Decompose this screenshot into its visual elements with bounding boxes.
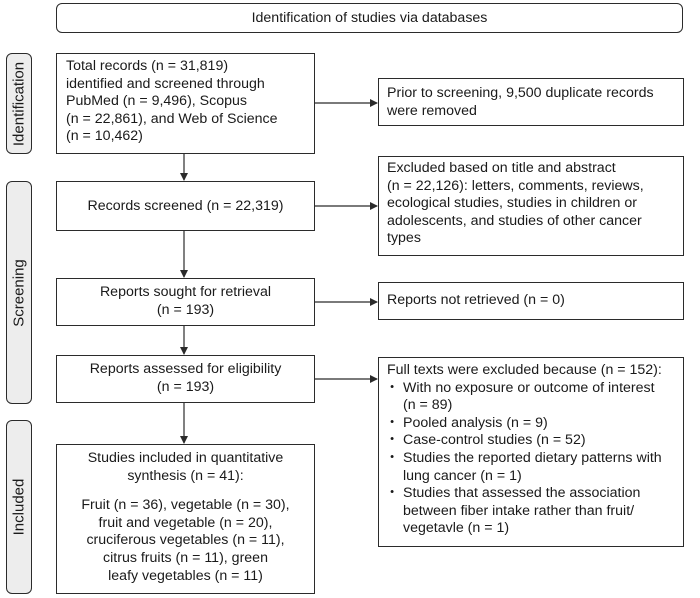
studies-included-intro: synthesis (n = 41): <box>127 467 244 484</box>
total-records-line: (n = 10,462) <box>66 128 143 145</box>
full-texts-excluded-heading: Full texts were excluded because (n = 15… <box>387 362 662 378</box>
exclusion-item: ・ Studies that assessed the association … <box>385 485 683 538</box>
exclusion-item: ・ Pooled analysis (n = 9) <box>385 414 683 433</box>
total-records-line: (n = 22,861), and Web of Science <box>66 110 278 127</box>
studies-included-detail: leafy vegetables (n = 11) <box>108 567 263 584</box>
duplicates-removed-line: Prior to screening, 9,500 duplicate reco… <box>387 85 654 101</box>
exclusion-item: ・ Case-control studies (n = 52) <box>385 432 683 450</box>
excluded-title-abstract-line: (n = 22,126): letters, comments, reviews… <box>387 177 644 194</box>
header-box: Identification of studies via databases <box>56 3 683 33</box>
reports-assessed-line: Reports assessed for eligibility <box>89 361 282 377</box>
reports-not-retrieved-text: Reports not retrieved (n = 0) <box>387 292 565 308</box>
total-records-box: Total records (n = 31,819) identified an… <box>56 53 315 154</box>
records-screened-text: Records screened (n = 22,319) <box>87 198 284 214</box>
bullet-symbol: ・ <box>385 449 400 466</box>
duplicates-removed-line: were removed <box>387 102 477 119</box>
bullet-symbol: ・ <box>385 414 400 431</box>
exclusion-item-line: Studies the reported dietary patterns wi… <box>403 449 662 466</box>
exclusion-item-line: between fiber intake rather than fruit/ <box>403 502 635 519</box>
excluded-title-abstract-box: Excluded based on title and abstract (n … <box>378 156 684 256</box>
reports-sought-line: Reports sought for retrieval <box>99 284 272 300</box>
studies-included-detail: fruit and vegetable (n = 20), <box>98 514 273 531</box>
exclusion-item-line: (n = 89) <box>403 397 453 414</box>
excluded-title-abstract-line: types <box>387 230 421 247</box>
studies-included-detail: citrus fruits (n = 11), green <box>103 549 268 566</box>
exclusion-item-line: Studies that assessed the association <box>403 485 641 502</box>
excluded-title-abstract-line: adolescents, and studies of other cancer <box>387 212 642 229</box>
exclusion-item-line: Case-control studies (n = 52) <box>403 432 586 449</box>
header-title: Identification of studies via databases <box>251 10 488 26</box>
total-records-line: identified and screened through <box>66 75 265 92</box>
exclusion-item-line: Pooled analysis (n = 9) <box>403 414 548 431</box>
excluded-title-abstract-line: Excluded based on title and abstract <box>387 160 616 176</box>
exclusion-item: ・ With no exposure or outcome of interes… <box>385 379 683 415</box>
reports-assessed-line: (n = 193) <box>156 378 215 395</box>
phase-identification: Identification <box>6 53 32 154</box>
studies-included-box: Studies included in quantitative synthes… <box>56 444 315 594</box>
studies-included-detail: cruciferous vegetables (n = 11), <box>86 532 285 549</box>
exclusion-item-line: With no exposure or outcome of interest <box>403 379 655 396</box>
records-screened-box: Records screened (n = 22,319) <box>56 181 315 231</box>
total-records-line: Total records (n = 31,819) <box>66 58 229 74</box>
reports-sought-box: Reports sought for retrieval (n = 193) <box>56 278 315 326</box>
total-records-line: PubMed (n = 9,496), Scopus <box>66 93 248 110</box>
reports-assessed-box: Reports assessed for eligibility (n = 19… <box>56 355 315 403</box>
exclusion-item-line: lung cancer (n = 1) <box>403 467 522 484</box>
exclusion-item: ・ Studies the reported dietary patterns … <box>385 449 683 485</box>
bullet-symbol: ・ <box>385 379 400 396</box>
bullet-symbol: ・ <box>385 432 400 449</box>
phase-included: Included <box>6 420 32 594</box>
bullet-symbol: ・ <box>385 485 400 502</box>
phase-screening: Screening <box>6 181 32 404</box>
excluded-title-abstract-line: ecological studies, studies in children … <box>387 195 637 212</box>
reports-not-retrieved-box: Reports not retrieved (n = 0) <box>378 282 684 320</box>
reports-sought-line: (n = 193) <box>156 301 215 318</box>
full-texts-excluded-box: Full texts were excluded because (n = 15… <box>378 357 684 547</box>
duplicates-removed-box: Prior to screening, 9,500 duplicate reco… <box>378 78 684 126</box>
exclusion-item-line: vegetavle (n = 1) <box>403 520 510 537</box>
studies-included-intro: Studies included in quantitative <box>87 450 284 466</box>
studies-included-detail: Fruit (n = 36), vegetable (n = 30), <box>81 497 290 514</box>
